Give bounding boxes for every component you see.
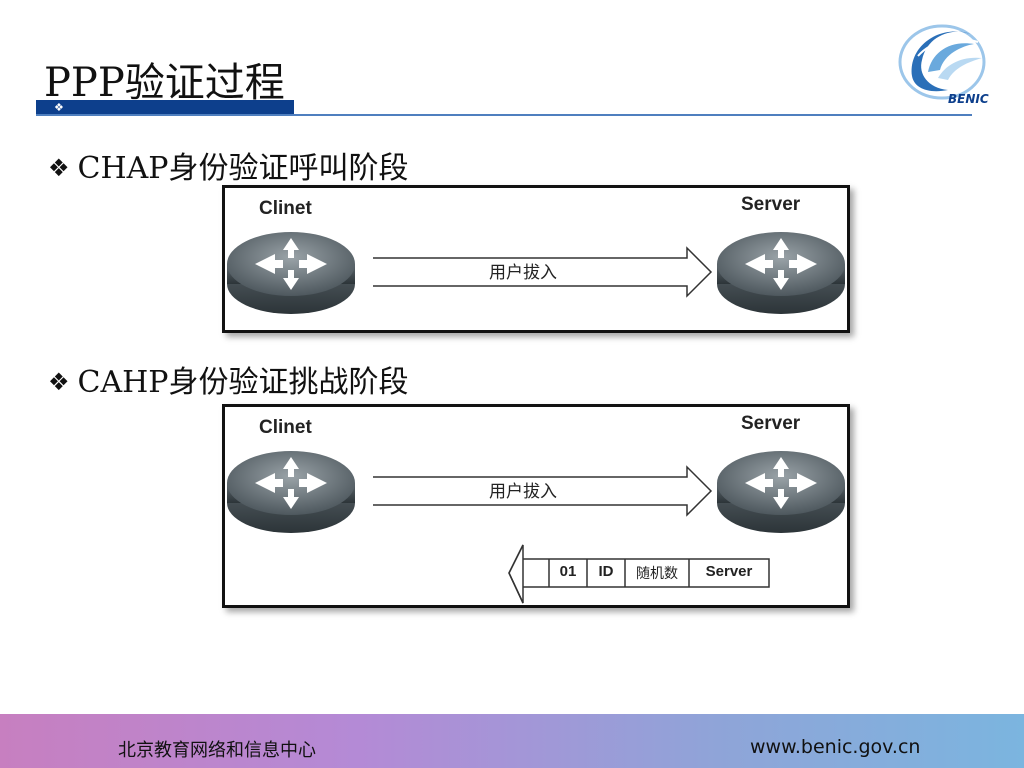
packet-field-server: Server (705, 563, 753, 580)
packet-field-random: 随机数 (636, 566, 678, 582)
client-label: Clinet (259, 417, 312, 438)
title-accent-bar (36, 100, 294, 114)
benic-logo-icon (898, 24, 986, 100)
diagram-call-phase: Clinet Server 用户拔入 (222, 185, 850, 333)
server-label: Server (741, 194, 801, 215)
diagram-challenge-graphic (227, 451, 845, 604)
footer-url: www.benic.gov.cn (750, 736, 921, 758)
client-router-icon (227, 232, 355, 314)
client-label: Clinet (259, 198, 312, 219)
title-divider (36, 114, 972, 116)
server-router-icon (717, 451, 845, 533)
bullet-chap-challenge: ❖CAHP身份验证挑战阶段 (48, 357, 408, 401)
bullet-text: CAHP身份验证挑战阶段 (77, 365, 409, 400)
footer-bar: 北京教育网络和信息中心 www.benic.gov.cn (0, 714, 1024, 768)
bullet-chap-call: ❖CHAP身份验证呼叫阶段 (48, 143, 408, 187)
arrow-label: 用户拔入 (489, 482, 557, 502)
page-title: PPP验证过程 (44, 60, 285, 106)
logo-text: BENIC (948, 92, 989, 106)
server-router-icon (717, 232, 845, 314)
diagram-challenge-phase: Clinet Server 用户拔入 01 ID 随机数 Server (222, 404, 850, 608)
bullet-text: CHAP身份验证呼叫阶段 (77, 151, 409, 186)
packet-field-code: 01 (559, 563, 577, 580)
server-label: Server (741, 413, 801, 434)
diagram-call-graphic (227, 232, 845, 314)
diamond-bullet-icon: ❖ (48, 154, 70, 182)
dial-in-arrow (373, 465, 713, 517)
footer-org: 北京教育网络和信息中心 (118, 740, 316, 761)
diamond-marker-icon: ❖ (54, 101, 64, 114)
dial-in-arrow (373, 246, 713, 298)
arrow-label: 用户拔入 (489, 263, 557, 283)
client-router-icon (227, 451, 355, 533)
packet-field-id: ID (598, 563, 614, 580)
diamond-bullet-icon: ❖ (48, 368, 70, 396)
